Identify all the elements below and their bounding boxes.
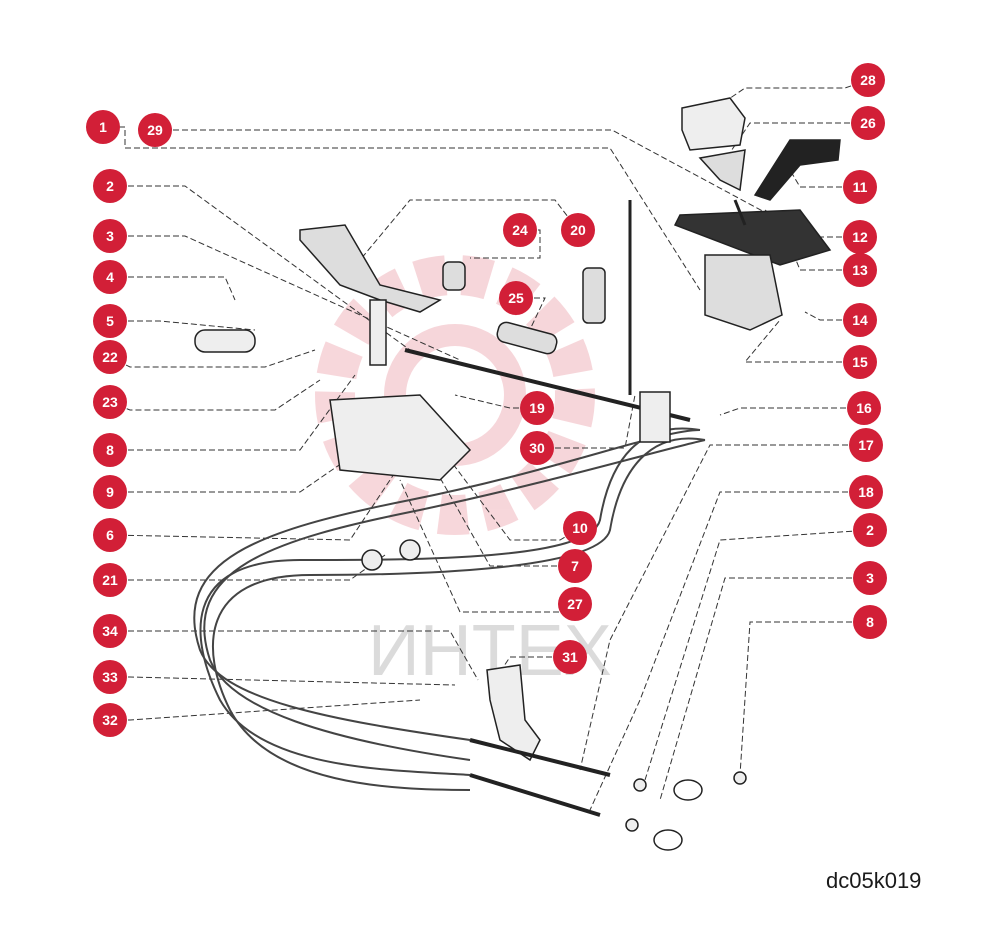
callout-15: 15 — [843, 345, 877, 379]
callout-12: 12 — [843, 220, 877, 254]
spring-pin — [194, 329, 256, 353]
nut-1 — [733, 771, 747, 785]
callout-25: 25 — [499, 281, 533, 315]
pedal — [299, 224, 442, 313]
bushing-21a — [361, 549, 383, 571]
callout-8: 8 — [93, 433, 127, 467]
lever-handle — [753, 139, 841, 201]
cover-plate — [681, 97, 746, 151]
callout-1: 1 — [86, 110, 120, 144]
boot-housing — [704, 254, 783, 331]
bushing — [442, 261, 466, 291]
mounting-bracket — [329, 394, 472, 481]
callout-29: 29 — [138, 113, 172, 147]
callout-21: 21 — [93, 563, 127, 597]
callout-34: 34 — [93, 614, 127, 648]
callout-31: 31 — [553, 640, 587, 674]
callout-23: 23 — [93, 385, 127, 419]
callout-19: 19 — [520, 391, 554, 425]
nut-2 — [633, 778, 647, 792]
callout-32: 32 — [93, 703, 127, 737]
callout-3-right: 3 — [853, 561, 887, 595]
callout-30: 30 — [520, 431, 554, 465]
callout-13: 13 — [843, 253, 877, 287]
callout-28: 28 — [851, 63, 885, 97]
dust-cap — [698, 149, 746, 192]
callout-20: 20 — [561, 213, 595, 247]
callout-27: 27 — [558, 587, 592, 621]
shift-plate — [673, 209, 832, 266]
callout-18: 18 — [849, 475, 883, 509]
eye-end-1 — [673, 779, 703, 801]
callout-5: 5 — [93, 304, 127, 338]
cable-end-2 — [469, 773, 601, 817]
sleeve — [496, 321, 558, 355]
callout-8-right: 8 — [853, 605, 887, 639]
nut-3 — [625, 818, 639, 832]
callout-2: 2 — [93, 169, 127, 203]
callout-14: 14 — [843, 303, 877, 337]
sleeve-2 — [582, 267, 606, 324]
drawing-code: dc05k019 — [826, 868, 922, 893]
bushing-21b — [399, 539, 421, 561]
gear-lever-assembly — [673, 97, 841, 331]
callout-16: 16 — [847, 391, 881, 425]
pedal-arm — [369, 299, 387, 366]
callout-26: 26 — [851, 106, 885, 140]
callout-11: 11 — [843, 170, 877, 204]
callout-2-right: 2 — [853, 513, 887, 547]
callout-33: 33 — [93, 660, 127, 694]
pedal-assembly — [194, 200, 747, 851]
cable-bracket — [486, 664, 541, 762]
control-cables — [193, 427, 706, 791]
cable-end-1 — [469, 738, 611, 777]
callout-17: 17 — [849, 428, 883, 462]
callout-3: 3 — [93, 219, 127, 253]
callout-6: 6 — [93, 518, 127, 552]
callout-24: 24 — [503, 213, 537, 247]
eye-end-2 — [653, 829, 683, 851]
callout-9: 9 — [93, 475, 127, 509]
clamp-plate — [639, 391, 671, 443]
callout-4: 4 — [93, 260, 127, 294]
callout-10: 10 — [563, 511, 597, 545]
callout-22: 22 — [93, 340, 127, 374]
callout-7: 7 — [558, 549, 592, 583]
